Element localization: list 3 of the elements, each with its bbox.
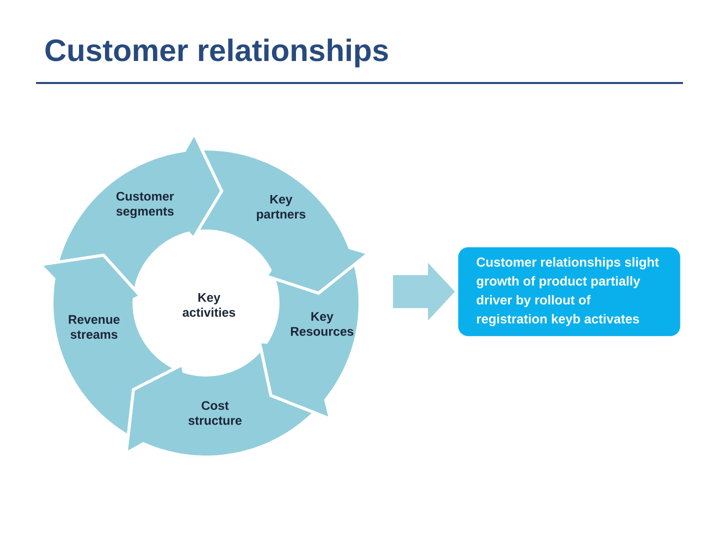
text-box: Customer relationships slight growth of product partially driver by rollout of registration keyb activates xyxy=(458,247,680,336)
center-label: Key activities xyxy=(182,293,236,317)
title: Customer relationships xyxy=(45,38,388,68)
